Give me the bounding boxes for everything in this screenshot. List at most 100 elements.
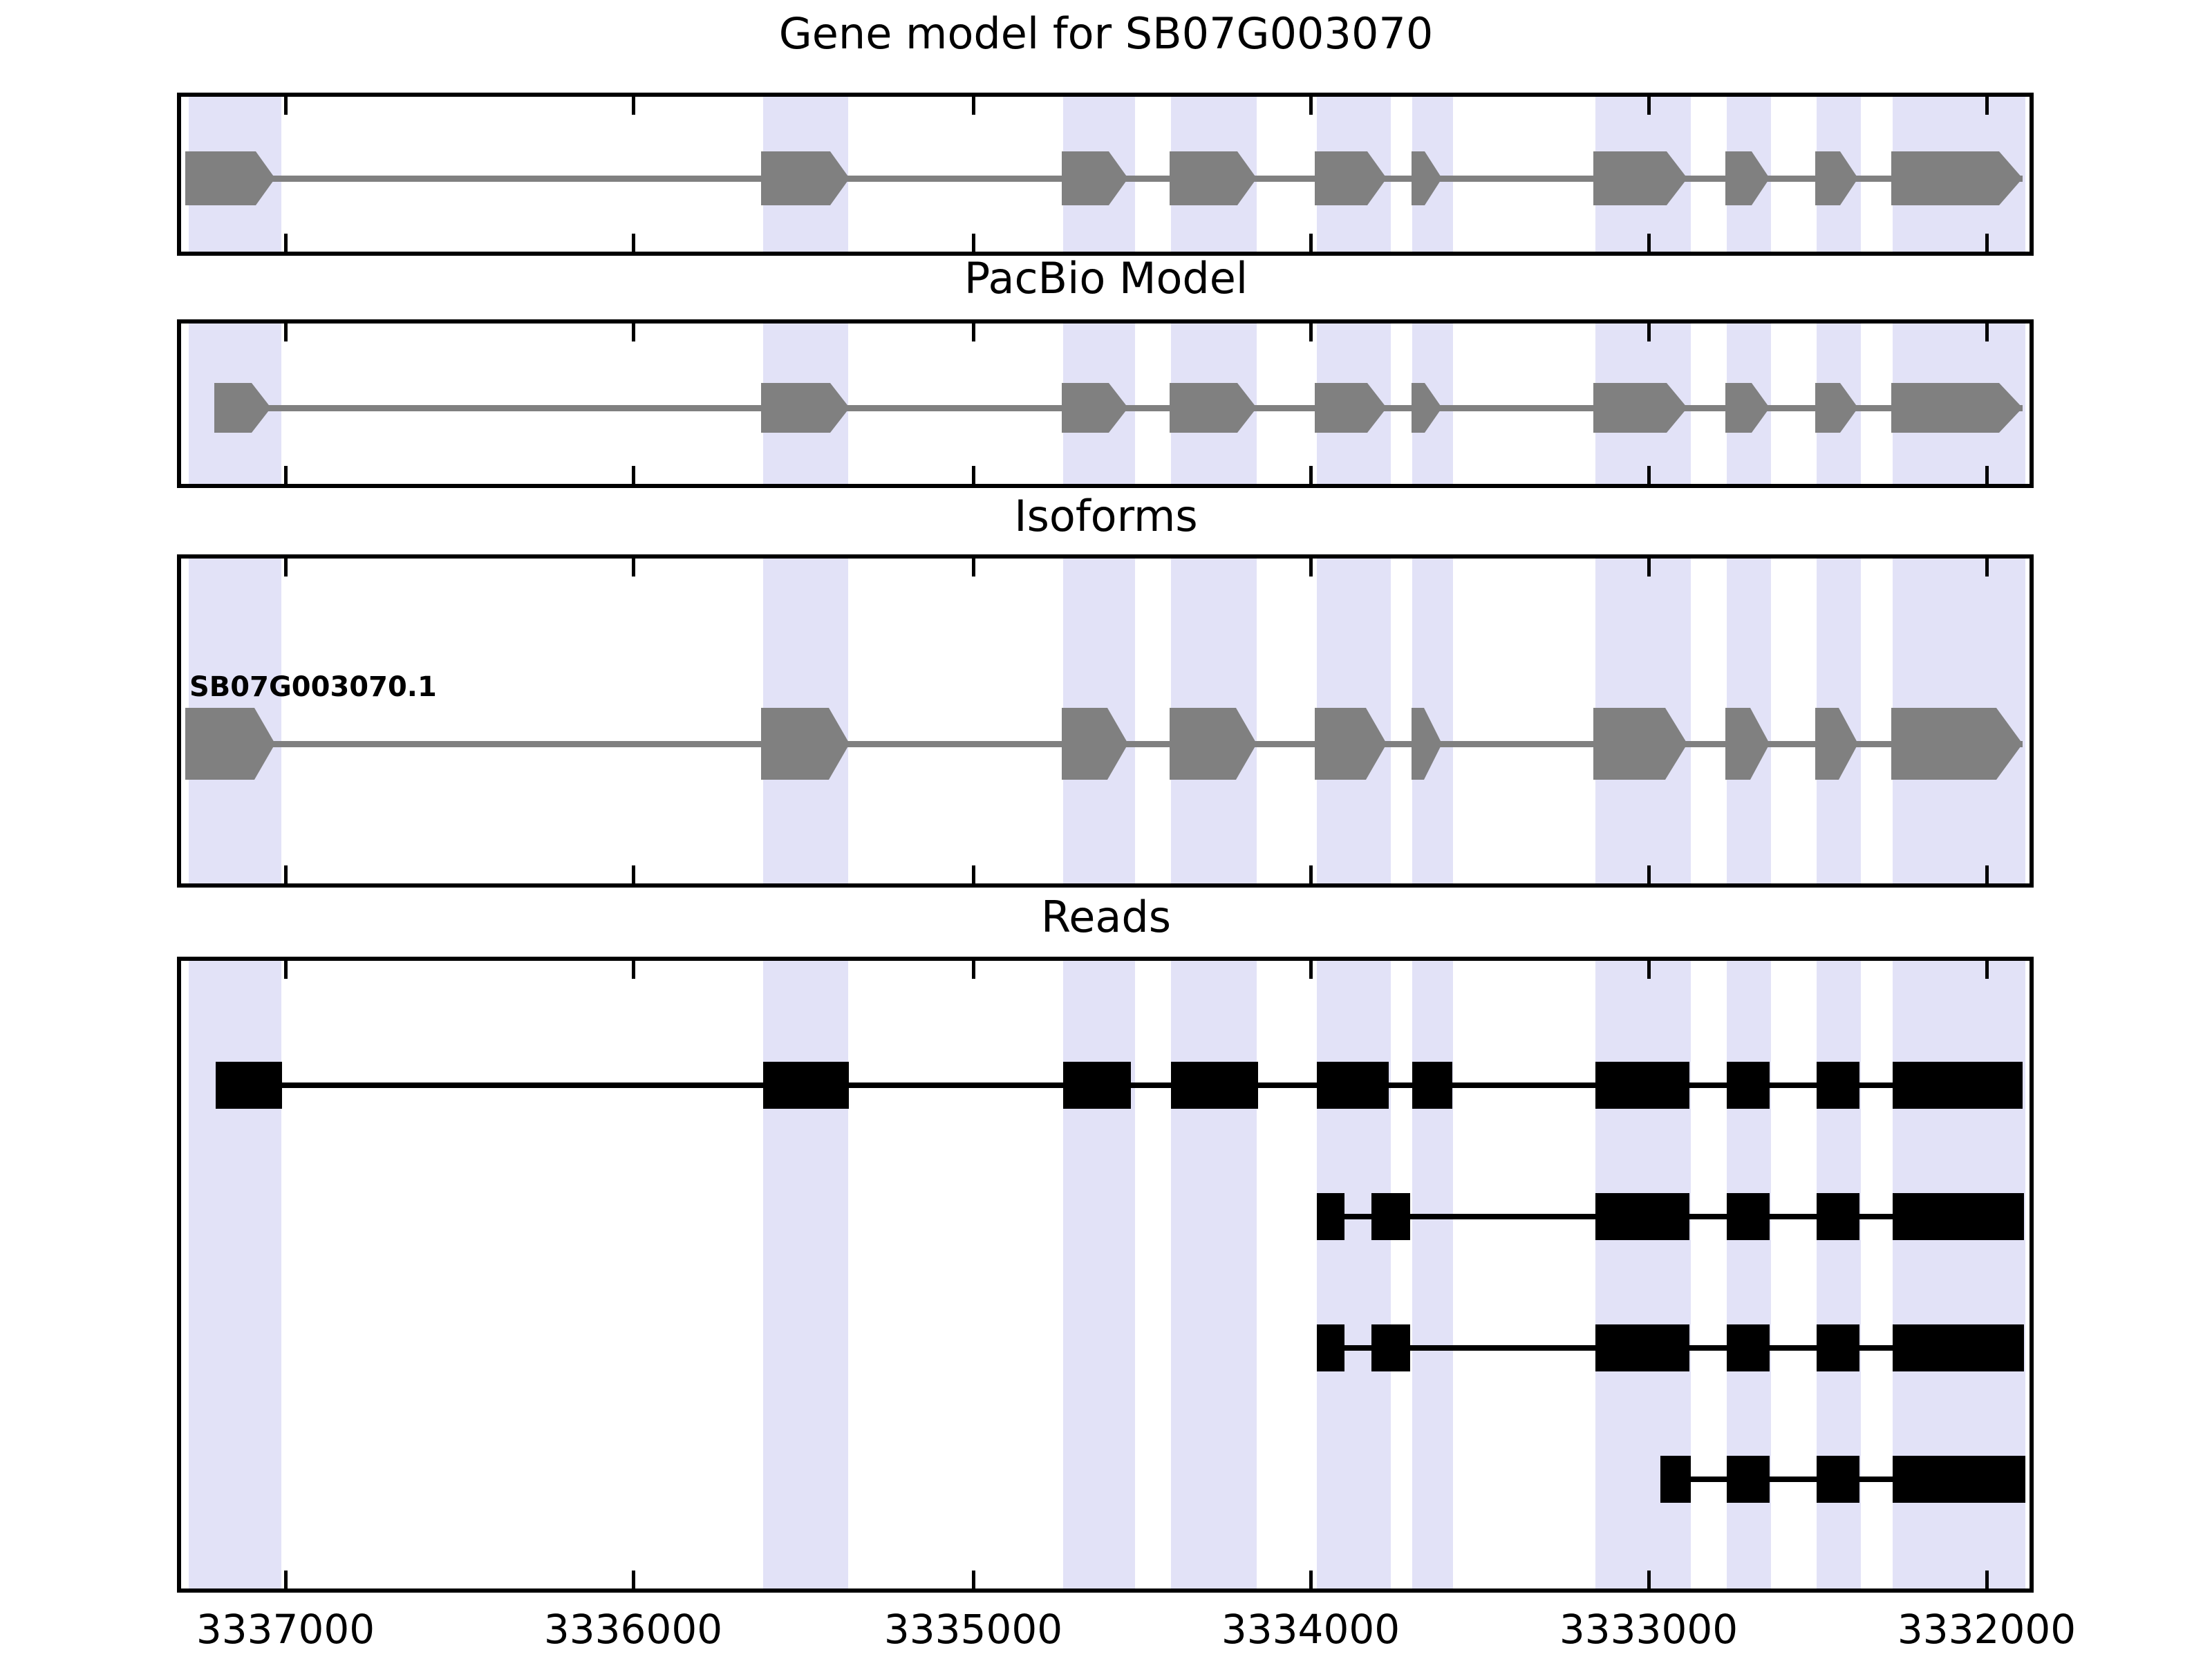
- axis-tick: [632, 97, 635, 115]
- axis-tick: [1985, 865, 1989, 883]
- read-exon-block: [1727, 1324, 1770, 1371]
- axis-tick: [1309, 1571, 1313, 1588]
- read-exon-block: [1727, 1456, 1770, 1503]
- axis-tick: [1309, 234, 1313, 252]
- axis-tick: [1647, 961, 1651, 979]
- axis-tick: [632, 466, 635, 484]
- axis-tick: [972, 559, 975, 577]
- exon: [1170, 708, 1257, 780]
- x-tick-label: 3332000: [1897, 1606, 2077, 1653]
- axis-tick: [632, 1571, 635, 1588]
- axis-tick: [1647, 234, 1651, 252]
- read-exon-block: [1893, 1193, 2024, 1240]
- axis-tick: [284, 97, 288, 115]
- read-exon-block: [1317, 1324, 1344, 1371]
- axis-tick: [1647, 559, 1651, 577]
- axis-tick: [1985, 97, 1989, 115]
- exon: [761, 708, 850, 780]
- panel-title-gene-model: Gene model for SB07G003070: [778, 8, 1434, 59]
- exon: [1891, 151, 2023, 205]
- axis-tick: [284, 234, 288, 252]
- axis-tick: [972, 865, 975, 883]
- axis-tick: [972, 97, 975, 115]
- axis-tick: [1985, 324, 1989, 341]
- axis-tick: [972, 1571, 975, 1588]
- axes-pacbio-model[interactable]: [177, 319, 2034, 488]
- exon: [1170, 383, 1257, 433]
- x-tick-label: 3335000: [883, 1606, 1063, 1653]
- axis-tick: [972, 234, 975, 252]
- read-exon-block: [1893, 1456, 2025, 1503]
- axis-tick: [284, 1571, 288, 1588]
- read-exon-block: [1371, 1193, 1410, 1240]
- exon: [1891, 708, 2023, 780]
- panel-title-pacbio-model: PacBio Model: [964, 253, 1248, 303]
- axis-tick: [1309, 97, 1313, 115]
- axis-tick: [284, 324, 288, 341]
- highlight-band: [1171, 961, 1257, 1588]
- axis-tick: [1309, 961, 1313, 979]
- read-exon-block: [1595, 1193, 1689, 1240]
- highlight-band: [763, 961, 848, 1588]
- exon: [1170, 151, 1257, 205]
- axis-tick: [1985, 559, 1989, 577]
- exon: [1593, 708, 1687, 780]
- axis-tick: [1985, 466, 1989, 484]
- axis-tick: [1647, 97, 1651, 115]
- read-exon-block: [1727, 1062, 1770, 1109]
- read-exon-block: [1817, 1062, 1859, 1109]
- axis-tick: [284, 466, 288, 484]
- exon: [185, 708, 275, 780]
- read-exon-block: [1893, 1324, 2024, 1371]
- axis-tick: [1647, 865, 1651, 883]
- axes-reads[interactable]: [177, 957, 2034, 1593]
- axis-tick: [1647, 324, 1651, 341]
- read-exon-block: [1817, 1324, 1859, 1371]
- axis-tick: [632, 961, 635, 979]
- highlight-band: [189, 961, 281, 1588]
- x-tick-label: 3334000: [1221, 1606, 1400, 1653]
- read-exon-block: [1371, 1324, 1410, 1371]
- read-exon-block: [1595, 1062, 1689, 1109]
- axis-tick: [972, 466, 975, 484]
- panel-title-reads: Reads: [1040, 892, 1172, 942]
- axis-tick: [1985, 234, 1989, 252]
- x-tick-label: 3333000: [1559, 1606, 1738, 1653]
- axis-tick: [284, 559, 288, 577]
- axes-gene-model[interactable]: [177, 93, 2034, 256]
- axis-tick: [1309, 865, 1313, 883]
- read-exon-block: [1063, 1062, 1131, 1109]
- read-exon-block: [763, 1062, 849, 1109]
- exon: [1593, 383, 1687, 433]
- exon: [1593, 151, 1687, 205]
- x-tick-label: 3336000: [543, 1606, 723, 1653]
- axis-tick: [284, 865, 288, 883]
- read-exon-block: [1317, 1062, 1389, 1109]
- highlight-band: [1412, 961, 1453, 1588]
- read-exon-block: [216, 1062, 282, 1109]
- axis-tick: [972, 324, 975, 341]
- read-exon-block: [1171, 1062, 1258, 1109]
- read-exon-block: [1412, 1062, 1452, 1109]
- axis-tick: [1309, 324, 1313, 341]
- read-exon-block: [1893, 1062, 2023, 1109]
- axis-tick: [1647, 466, 1651, 484]
- read-exon-block: [1660, 1456, 1691, 1503]
- exon: [185, 151, 275, 205]
- isoform-name-label: SB07G003070.1: [189, 671, 437, 703]
- x-tick-label: 3337000: [196, 1606, 375, 1653]
- read-exon-block: [1595, 1324, 1689, 1371]
- axis-tick: [1647, 1571, 1651, 1588]
- read-exon-block: [1817, 1193, 1859, 1240]
- axis-tick: [972, 961, 975, 979]
- axes-isoforms[interactable]: SB07G003070.1: [177, 554, 2034, 888]
- exon: [761, 383, 850, 433]
- axis-tick: [632, 865, 635, 883]
- axis-tick: [1985, 1571, 1989, 1588]
- axis-tick: [1985, 961, 1989, 979]
- exon: [1891, 383, 2023, 433]
- read-exon-block: [1727, 1193, 1770, 1240]
- exon: [761, 151, 850, 205]
- axis-tick: [632, 559, 635, 577]
- axis-tick: [284, 961, 288, 979]
